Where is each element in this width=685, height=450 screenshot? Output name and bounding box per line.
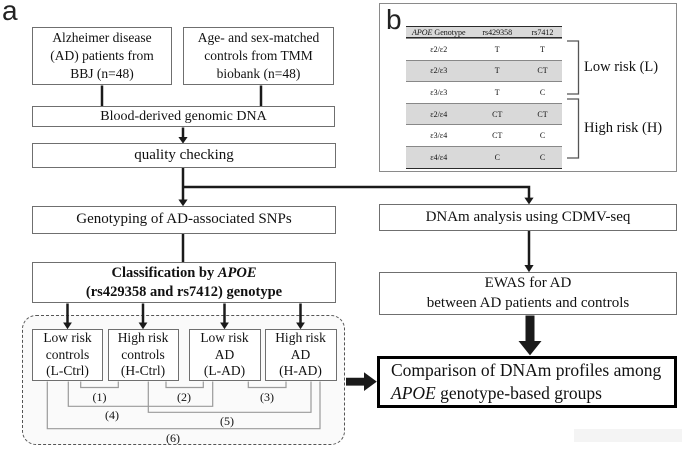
high-risk-label: High risk (H) xyxy=(584,120,663,136)
genotype-row-e3e3: ε3/ε3 T C xyxy=(406,81,562,103)
header-apoe-genotype: APOE Genotype xyxy=(406,28,472,37)
genotype-row-e2e3: ε2/ε3 T CT xyxy=(406,59,562,82)
box-group-hctrl-text: High risk controls (H-Ctrl) xyxy=(117,330,169,379)
low-risk-label: Low risk (L) xyxy=(584,59,659,75)
comparison-line1: Comparison of DNAm profiles among xyxy=(391,359,662,380)
box-dnam-analysis: DNAm analysis using CDMV-seq xyxy=(379,204,677,231)
cell-rs429358: C xyxy=(494,152,500,162)
cell-rs7412: C xyxy=(539,131,546,141)
cell-genotype: ε2/ε3 xyxy=(430,66,448,76)
box-controls: Age- and sex-matched controls from TMM b… xyxy=(183,27,334,85)
box-comparison-text: Comparison of DNAm profiles among APOE g… xyxy=(391,359,661,405)
comparison-label-6: (6) xyxy=(166,430,180,445)
classification-prefix: Classification by xyxy=(111,265,218,281)
box-ewas: EWAS for AD between AD patients and cont… xyxy=(379,272,677,315)
box-ad-patients-text: Alzheimer disease (AD) patients from BBJ… xyxy=(50,30,154,81)
genotype-row-e3e4: ε3/ε4 CT C xyxy=(406,124,562,146)
faint-watermark-region xyxy=(574,429,682,442)
cell-rs429358: T xyxy=(494,44,500,54)
box-genotyping-text: Genotyping of AD-associated SNPs xyxy=(76,211,292,228)
box-blood-dna-text: Blood-derived genomic DNA xyxy=(100,109,267,124)
classification-gene-italic: APOE xyxy=(217,265,257,281)
box-group-had-text: High risk AD (H-AD) xyxy=(275,330,326,379)
comparison-label-1: (1) xyxy=(92,389,107,404)
panel-a-label: a xyxy=(2,0,18,26)
header-gene-italic: APOE xyxy=(411,27,433,37)
low-risk-bracket xyxy=(567,40,580,95)
box-ad-patients: Alzheimer disease (AD) patients from BBJ… xyxy=(32,27,172,85)
genotype-row-e2e2: ε2/ε2 T T xyxy=(406,38,562,60)
box-controls-text: Age- and sex-matched controls from TMM b… xyxy=(197,30,320,81)
comparison-label-4: (4) xyxy=(105,408,119,422)
box-group-lad: Low risk AD (L-AD) xyxy=(188,329,261,381)
header-rs429358: rs429358 xyxy=(482,27,513,37)
cell-rs7412: CT xyxy=(537,109,548,119)
thick-arrow-ewas-to-comparison xyxy=(518,315,542,356)
box-group-lctrl-text: Low risk controls (L-Ctrl) xyxy=(43,330,92,379)
comparison-label-5: (5) xyxy=(220,414,234,428)
connector-branch-to-dnam xyxy=(183,185,531,198)
thick-arrow-groups-to-comparison xyxy=(346,372,377,391)
cell-rs429358: T xyxy=(494,87,500,97)
cell-genotype: ε3/ε3 xyxy=(430,87,448,97)
box-group-lctrl: Low risk controls (L-Ctrl) xyxy=(32,329,103,381)
comparison-line2-rest: genotype-based groups xyxy=(435,382,602,403)
box-classification: Classification by APOE (rs429358 and rs7… xyxy=(32,262,336,303)
box-group-lad-text: Low risk AD (L-AD) xyxy=(200,330,249,379)
box-blood-dna: Blood-derived genomic DNA xyxy=(32,106,335,127)
comparison-label-2: (2) xyxy=(177,389,191,404)
comparison-label-3: (3) xyxy=(260,389,274,404)
cell-rs429358: T xyxy=(494,66,500,76)
genotype-row-e4e4: ε4/ε4 C C xyxy=(406,145,562,168)
box-dnam-analysis-text: DNAm analysis using CDMV-seq xyxy=(425,208,631,225)
classification-line2: (rs429358 and rs7412) genotype xyxy=(85,283,283,300)
cell-rs7412: C xyxy=(539,87,546,97)
box-classification-text: Classification by APOE (rs429358 and rs7… xyxy=(86,264,282,301)
box-ewas-text: EWAS for AD between AD patients and cont… xyxy=(426,275,630,311)
box-comparison-result: Comparison of DNAm profiles among APOE g… xyxy=(377,355,677,408)
cell-rs7412: T xyxy=(540,44,545,54)
panel-b-label: b xyxy=(386,4,402,35)
cell-rs429358: CT xyxy=(492,109,503,119)
cell-rs7412: C xyxy=(539,152,546,162)
cell-rs429358: CT xyxy=(492,131,503,141)
box-group-had: High risk AD (H-AD) xyxy=(264,329,337,381)
cell-genotype: ε3/ε4 xyxy=(430,131,448,141)
comparison-gene-italic: APOE xyxy=(391,382,436,403)
classification-line1: Classification by APOE xyxy=(86,264,282,283)
comparison-line2: APOE genotype-based groups xyxy=(391,382,661,405)
box-quality-checking-text: quality checking xyxy=(134,146,234,163)
genotype-table: APOE Genotype rs429358 rs7412 ε2/ε2 T T … xyxy=(406,26,562,169)
cell-rs7412: CT xyxy=(537,66,548,76)
cell-genotype: ε2/ε2 xyxy=(430,44,448,54)
panel-b-genotype-table: b APOE Genotype rs429358 rs7412 ε2/ε2 T … xyxy=(379,3,677,172)
genotype-table-header: APOE Genotype rs429358 rs7412 xyxy=(406,27,562,38)
header-gene-rest: Genotype xyxy=(432,27,466,37)
box-group-hctrl: High risk controls (H-Ctrl) xyxy=(107,329,179,381)
box-quality-checking: quality checking xyxy=(32,143,336,168)
box-genotyping: Genotyping of AD-associated SNPs xyxy=(32,206,336,234)
cell-genotype: ε2/ε4 xyxy=(430,109,448,119)
cell-genotype: ε4/ε4 xyxy=(430,152,448,162)
header-rs7412: rs7412 xyxy=(531,27,554,37)
high-risk-bracket xyxy=(567,98,580,159)
genotype-row-e2e4: ε2/ε4 CT CT xyxy=(406,102,562,125)
